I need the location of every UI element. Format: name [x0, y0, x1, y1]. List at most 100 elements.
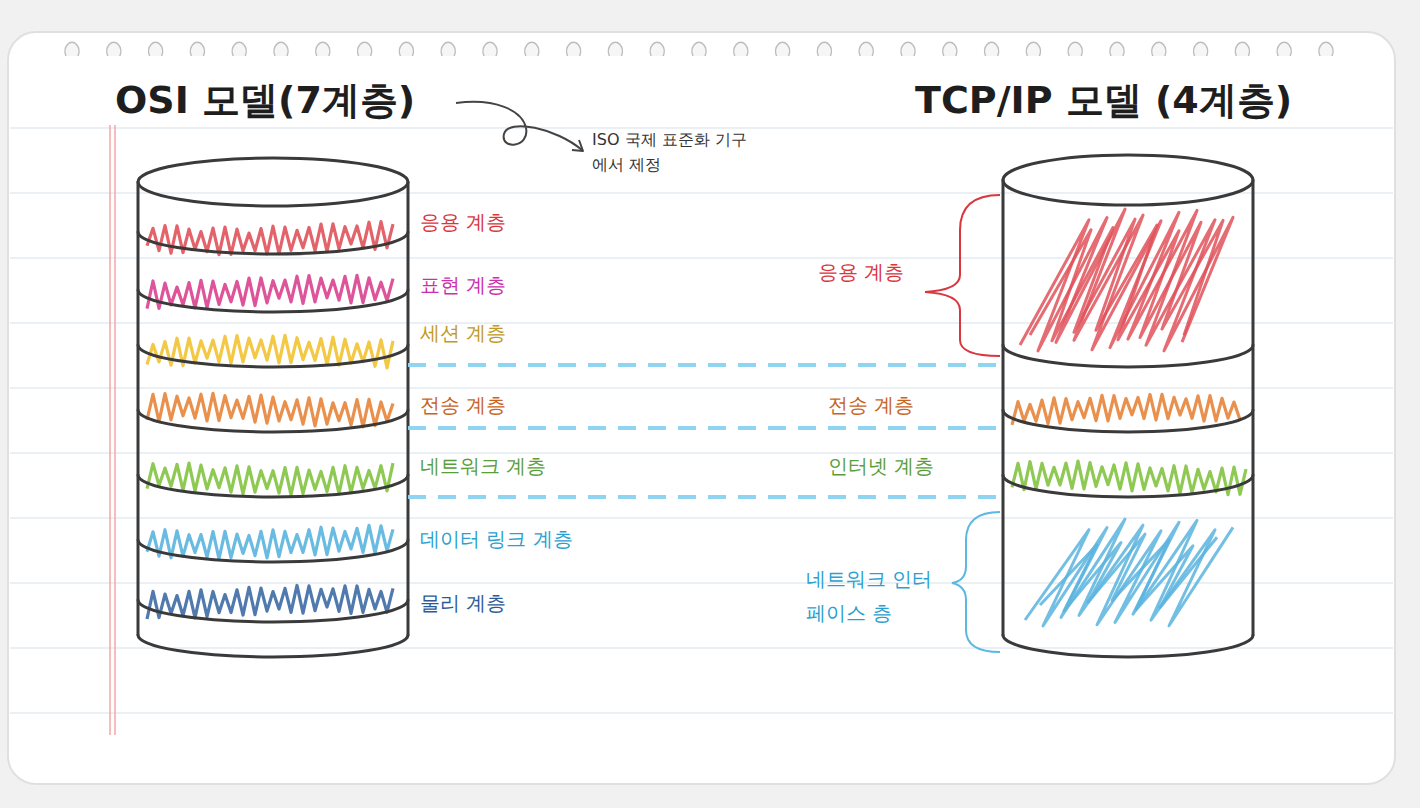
layer-label: 인터넷 계층 — [828, 454, 934, 478]
spiral-holes — [65, 42, 1333, 56]
model-title: TCP/IP 모델 (4계층) — [915, 78, 1292, 124]
spiral-hole — [65, 42, 79, 56]
ruled-line — [10, 647, 1393, 649]
cylinder-top — [138, 158, 408, 206]
scribble — [1012, 394, 1240, 424]
layer-band: 인터넷 계층 — [1003, 410, 1253, 475]
spiral-hole — [859, 42, 873, 56]
layer-separator — [138, 540, 408, 562]
hatch-scribble — [1030, 219, 1223, 341]
cylinder-side — [1002, 180, 1005, 635]
brace — [952, 512, 1000, 652]
spiral-hole — [358, 42, 372, 56]
spiral-hole — [901, 42, 915, 56]
layer-label: 네트워크 인터페이스 층 — [806, 562, 946, 630]
layer-label: 데이터 링크 계층 — [420, 527, 573, 551]
spiral-hole — [650, 42, 664, 56]
layer-band: 네트워크 인터페이스 층 — [1003, 475, 1253, 635]
margin-line — [109, 125, 111, 735]
model-title: OSI 모델(7계층) — [115, 78, 415, 124]
spiral-hole — [316, 42, 330, 56]
layer-band: 전송 계층 — [1003, 345, 1253, 410]
spiral-hole — [776, 42, 790, 56]
hatch-scribble — [1040, 534, 1217, 611]
dashed-connector — [408, 426, 1003, 430]
ruled-line — [10, 127, 1393, 129]
ruled-line — [10, 322, 1393, 324]
ruled-line — [10, 517, 1393, 519]
ruled-line — [10, 712, 1393, 714]
spiral-hole — [1235, 42, 1249, 56]
spiral-hole — [483, 42, 497, 56]
layer-band: 데이터 링크 계층 — [138, 475, 408, 540]
hatch-scribble — [1025, 519, 1233, 626]
layer-label: 응용 계층 — [818, 260, 904, 284]
layer-band: 네트워크 계층 — [138, 410, 408, 475]
spiral-hole — [985, 42, 999, 56]
brace — [925, 195, 1000, 356]
cylinder-outlines — [138, 155, 1253, 657]
layer-separator — [138, 345, 408, 367]
layer-band: 표현 계층 — [138, 232, 408, 290]
spiral-hole — [1277, 42, 1291, 56]
spiral-hole — [441, 42, 455, 56]
layer-separator — [138, 475, 408, 497]
spiral-hole — [107, 42, 121, 56]
cylinder-side — [1252, 180, 1255, 635]
spiral-hole — [232, 42, 246, 56]
dashed-connector — [408, 363, 1003, 367]
layer-label: 전송 계층 — [828, 393, 914, 417]
layer-label: 표현 계층 — [420, 273, 506, 297]
annotation-arrow — [456, 102, 582, 150]
layer-separator — [1003, 410, 1253, 432]
layer-separator — [138, 635, 408, 657]
tcpip-cylinder: TCP/IP 모델 (4계층)응용 계층전송 계층인터넷 계층네트워크 인터페이… — [1003, 155, 1253, 660]
notebook-page — [8, 32, 1395, 784]
spiral-hole — [1152, 42, 1166, 56]
layer-separator — [138, 410, 408, 432]
spiral-hole — [1319, 42, 1333, 56]
layer-band: 응용 계층 — [138, 182, 408, 232]
spiral-hole — [149, 42, 163, 56]
ruled-line — [10, 257, 1393, 259]
spiral-hole — [567, 42, 581, 56]
arrowhead — [572, 140, 583, 151]
scribble — [147, 525, 393, 559]
layer-label: 네트워크 계층 — [420, 454, 546, 478]
spiral-hole — [274, 42, 288, 56]
ruled-line — [10, 387, 1393, 389]
spiral-hole — [817, 42, 831, 56]
layer-label: 응용 계층 — [420, 210, 506, 234]
ruled-line — [10, 192, 1393, 194]
layer-label: 전송 계층 — [420, 393, 506, 417]
ruled-lines — [10, 128, 1393, 713]
layer-separator — [138, 600, 408, 622]
scribble — [147, 393, 393, 427]
spiral-hole — [692, 42, 706, 56]
layer-separator — [138, 232, 408, 254]
layer-band: 물리 계층 — [138, 540, 408, 600]
layer-separator — [1003, 635, 1253, 657]
hatch-scribble — [1020, 209, 1233, 351]
layer-label: 세션 계층 — [420, 321, 506, 345]
layer-separator — [138, 290, 408, 312]
scribble — [147, 275, 393, 308]
spiral-hole — [943, 42, 957, 56]
layer-label: 물리 계층 — [420, 591, 506, 615]
spiral-hole — [1194, 42, 1208, 56]
spiral-hole — [1068, 42, 1082, 56]
ruled-line — [10, 582, 1393, 584]
margin-line — [114, 125, 116, 735]
spiral-hole — [734, 42, 748, 56]
layer-separator — [1003, 345, 1253, 367]
scribble — [147, 585, 393, 619]
layer-band: 세션 계층 — [138, 290, 408, 345]
scribble — [1012, 461, 1246, 495]
osi-cylinder: OSI 모델(7계층)응용 계층표현 계층세션 계층전송 계층네트워크 계층데이… — [138, 157, 408, 659]
spiral-hole — [608, 42, 622, 56]
layer-band: 응용 계층 — [1003, 180, 1253, 345]
cylinder-top — [1003, 155, 1253, 205]
dashed-connector — [408, 495, 1003, 499]
scribbles — [147, 209, 1246, 626]
